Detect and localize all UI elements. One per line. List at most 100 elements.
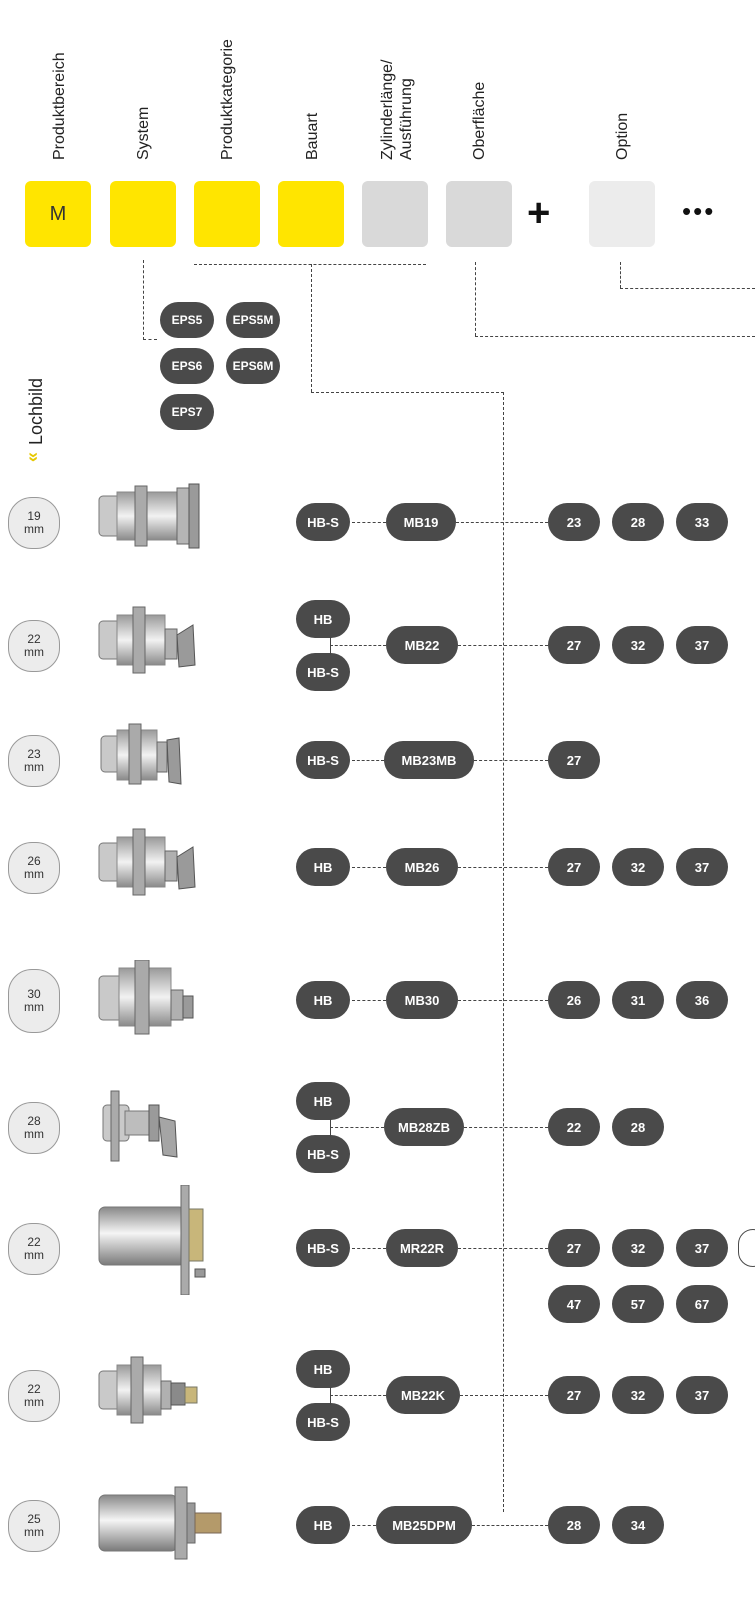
connector-line xyxy=(352,522,386,523)
connector-line xyxy=(464,1127,548,1128)
length-pill: 37 xyxy=(676,1376,728,1414)
model-pill: MB25DPM xyxy=(376,1506,472,1544)
model-pill: MB22K xyxy=(386,1376,460,1414)
connector-line xyxy=(330,1119,331,1137)
length-pill: 32 xyxy=(612,848,664,886)
bauart-pill: HB-S xyxy=(296,1403,350,1441)
connector-line xyxy=(458,645,548,646)
hole-size-unit: mm xyxy=(24,1395,44,1409)
length-pill: 67 xyxy=(676,1285,728,1323)
model-pill: MB30 xyxy=(386,981,458,1019)
connector-line xyxy=(475,336,755,337)
bauart-pill: HB xyxy=(296,1082,350,1120)
length-pill: 23 xyxy=(548,503,600,541)
connector-line xyxy=(474,760,548,761)
length-pill: 28 xyxy=(612,503,664,541)
system-pill: EPS5M xyxy=(226,302,280,338)
model-pill: MB26 xyxy=(386,848,458,886)
cam-lock-image xyxy=(95,720,230,800)
bauart-pill: HB xyxy=(296,981,350,1019)
connector-line xyxy=(352,867,386,868)
header-zylinderlaenge: Zylinderlänge/ Ausführung xyxy=(378,0,418,161)
hole-size-unit: mm xyxy=(24,867,44,881)
connector-line xyxy=(143,339,157,340)
bauart-pill: HB-S xyxy=(296,503,350,541)
code-box-option xyxy=(589,181,655,247)
cam-lock-image xyxy=(95,1184,230,1296)
connector-line xyxy=(472,1525,548,1526)
header-system: System xyxy=(135,106,152,160)
bauart-pill: HB xyxy=(296,1350,350,1388)
system-pill: EPS7 xyxy=(160,394,214,430)
bauart-pill: HB-S xyxy=(296,1135,350,1173)
hole-size-unit: mm xyxy=(24,760,44,774)
hole-size-unit: mm xyxy=(24,522,44,536)
header-zylinderlaenge-line1: Zylinderlänge/ xyxy=(379,59,396,161)
length-pill: 32 xyxy=(612,1229,664,1267)
connector-line xyxy=(330,1395,386,1396)
cam-lock-image xyxy=(95,959,230,1040)
ellipsis-icon: ••• xyxy=(682,196,716,226)
code-box-produktbereich: M xyxy=(25,181,91,247)
connector-line xyxy=(460,1395,548,1396)
hole-size-value: 22 xyxy=(27,1235,41,1249)
code-box-zylinderlaenge xyxy=(362,181,428,247)
length-pill: 27 xyxy=(548,1229,600,1267)
length-pill: 37 xyxy=(676,626,728,664)
length-pill: 36 xyxy=(676,981,728,1019)
length-pill: 26 xyxy=(548,981,600,1019)
hole-size-value: 22 xyxy=(27,1382,41,1396)
hole-size-unit: mm xyxy=(24,1127,44,1141)
overflow-pill-edge xyxy=(738,1229,755,1267)
lochbild-label: Lochbild xyxy=(26,377,46,445)
cam-lock-image xyxy=(95,1087,230,1167)
chevron-down-icon: » xyxy=(24,451,45,463)
length-pill: 33 xyxy=(676,503,728,541)
length-pill: 34 xyxy=(612,1506,664,1544)
hole-size-value: 23 xyxy=(27,747,41,761)
hole-size-unit: mm xyxy=(24,645,44,659)
header-oberflaeche: Oberfläche xyxy=(471,81,488,160)
bauart-pill: HB-S xyxy=(296,741,350,779)
header-zylinderlaenge-line2: Ausführung xyxy=(398,78,415,160)
header-bauart: Bauart xyxy=(304,112,321,160)
connector-line xyxy=(311,264,312,392)
connector-line xyxy=(458,1000,548,1001)
system-pill: EPS6M xyxy=(226,348,280,384)
length-pill: 37 xyxy=(676,848,728,886)
length-pill: 27 xyxy=(548,848,600,886)
connector-line xyxy=(330,1127,384,1128)
bauart-pill: HB xyxy=(296,600,350,638)
length-pill: 32 xyxy=(612,1376,664,1414)
bauart-pill: HB xyxy=(296,848,350,886)
length-pill: 27 xyxy=(548,1376,600,1414)
bauart-pill: HB-S xyxy=(296,653,350,691)
connector-line xyxy=(458,1248,548,1249)
hole-size-value: 28 xyxy=(27,1114,41,1128)
system-pill: EPS5 xyxy=(160,302,214,338)
hole-size-unit: mm xyxy=(24,1248,44,1262)
model-pill: MB22 xyxy=(386,626,458,664)
connector-line xyxy=(456,522,548,523)
connector-line xyxy=(330,645,386,646)
header-produktkategorie: Produktkategorie xyxy=(219,39,236,160)
connector-line xyxy=(352,760,384,761)
length-pill: 32 xyxy=(612,626,664,664)
connector-line xyxy=(330,1387,331,1405)
model-pill: MR22R xyxy=(386,1229,458,1267)
length-pill: 28 xyxy=(612,1108,664,1146)
header-option: Option xyxy=(614,112,631,160)
connector-line xyxy=(330,637,331,655)
connector-line xyxy=(352,1000,386,1001)
code-box-oberflaeche xyxy=(446,181,512,247)
hole-size-unit: mm xyxy=(24,1525,44,1539)
length-pill: 37 xyxy=(676,1229,728,1267)
length-pill: 27 xyxy=(548,626,600,664)
